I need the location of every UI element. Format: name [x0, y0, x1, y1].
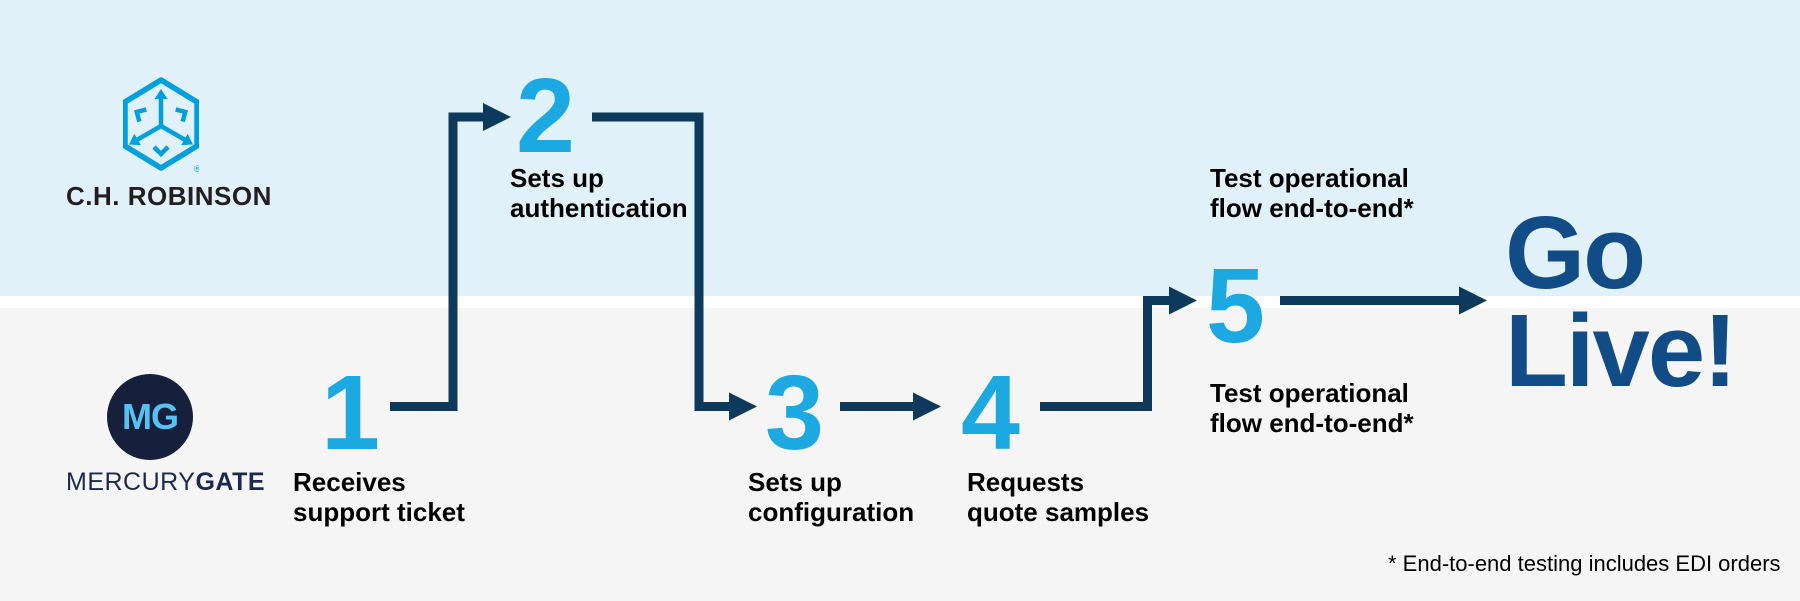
step-5-label-above: Test operational flow end-to-end* [1210, 163, 1414, 223]
arrow-step4-to-step5 [1040, 286, 1197, 411]
chrobinson-wordmark: C.H. ROBINSON [66, 181, 272, 211]
mercurygate-wordmark-regular: MERCURY [66, 468, 196, 496]
step-1-number: 1 [321, 354, 380, 472]
step-5-number: 5 [1206, 247, 1265, 365]
step-5-label-below: Test operational flow end-to-end* [1210, 378, 1414, 438]
step-1-label: Receives support ticket [293, 467, 465, 527]
step-2-number: 2 [516, 57, 575, 175]
step-2-label: Sets up authentication [510, 163, 688, 223]
mercurygate-wordmark-bold: GATE [195, 468, 266, 496]
step-4-number: 4 [961, 354, 1020, 472]
mercurygate-monogram: MG [122, 396, 179, 437]
chrobinson-lane-background [0, 0, 1800, 296]
go-live-title: Go Live! [1505, 195, 1737, 408]
step-3-number: 3 [765, 354, 824, 472]
arrow-step3-to-step4 [840, 392, 941, 421]
mercurygate-logo-icon: MG [107, 374, 193, 460]
chrobinson-logo-icon: ® [123, 77, 199, 173]
arrow-step5-to-golive [1280, 286, 1487, 315]
step-4-label: Requests quote samples [967, 467, 1150, 527]
step-3-label: Sets up configuration [748, 467, 915, 527]
arrow-step2-to-step3 [592, 112, 757, 421]
arrow-step1-to-step2 [390, 103, 511, 411]
chrobinson-trademark: ® [194, 164, 199, 173]
footnote: * End-to-end testing includes EDI orders [1388, 551, 1781, 576]
mercurygate-wordmark: MERCURYGATE [66, 468, 265, 496]
mercurygate-lane-background [0, 308, 1800, 601]
